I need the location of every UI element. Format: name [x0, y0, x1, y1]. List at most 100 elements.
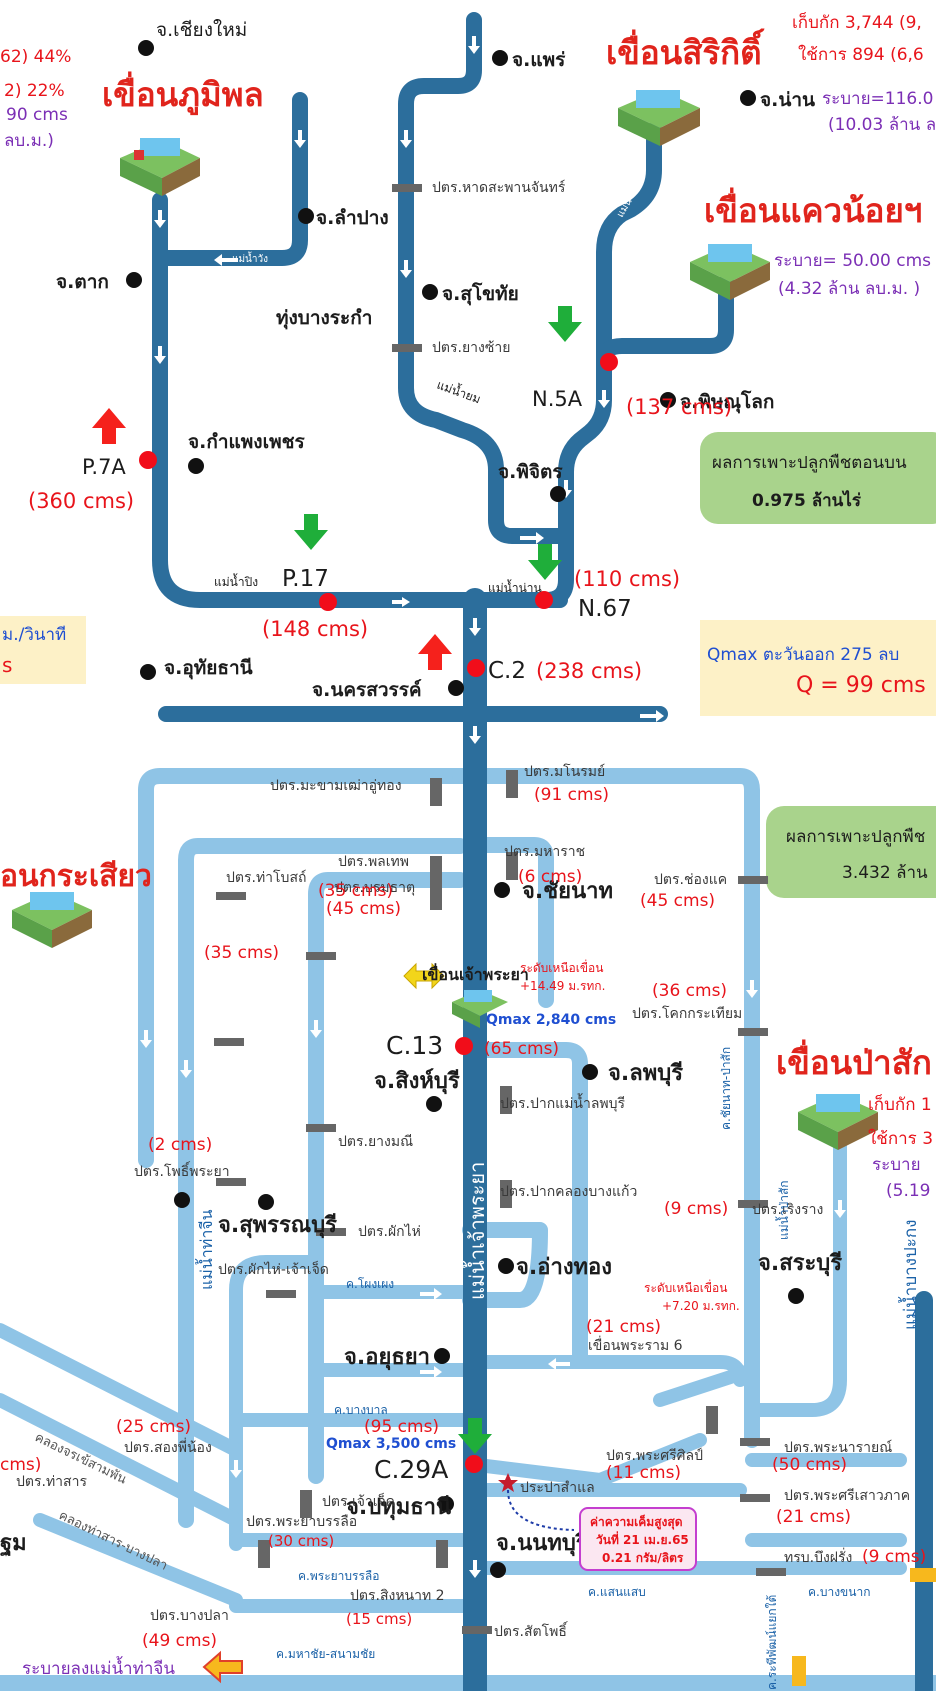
orange-left-arrow-icon — [202, 1650, 243, 1684]
flow-rama6: (21 cms) — [586, 1317, 661, 1337]
khwae-noi-release: ระบาย= 50.00 cms — [774, 251, 931, 271]
province-phitsanulok: จ.พิษณุโลก — [680, 390, 774, 414]
station-p17-dot — [319, 593, 337, 611]
salinity-line2: วันที่ 21 เม.ย.65 — [596, 1531, 689, 1547]
bhumibol-dam-name: เขื่อนภูมิพล — [102, 71, 264, 116]
gate-icon — [500, 1086, 512, 1114]
pasak-release: ระบาย — [872, 1155, 921, 1175]
province-suphan: จ.สุพรรณบุรี — [218, 1213, 337, 1239]
pasak-dam-name: เขื่อนป่าสัก — [776, 1039, 932, 1082]
salinity-line1: ค่าความเค็มสูงสุด — [590, 1514, 683, 1530]
gate-icon — [300, 1490, 312, 1518]
reg-phrasrisaowaphak: ปตร.พระศรีเสาวภาค — [784, 1488, 910, 1504]
province-nakhonsawan: จ.นครสวรรค์ — [312, 679, 422, 701]
chaophraya-dam-name: เขื่อนเจ้าพระยา — [422, 963, 529, 984]
station-c13-code: C.13 — [386, 1031, 443, 1060]
canal-chaoyothin-label: ค.ระพีพัฒน์แยกใต้ — [765, 1595, 779, 1690]
khwae-noi-dam-icon — [690, 244, 770, 300]
east-q-panel — [700, 620, 936, 716]
gate-icon — [462, 1626, 492, 1634]
province-lampang: จ.ลำปาง — [316, 207, 389, 229]
canal-bangkhanak-label: ค.บางขนาก — [808, 1585, 870, 1599]
green-down-arrow-icon — [458, 1418, 492, 1454]
drain-label: ระบายลงแม่น้ำท่าจีน — [22, 1656, 175, 1679]
reg-phakhai: ปตร.ผักไห่ — [358, 1223, 421, 1240]
reg-singhanat2: ปตร.สิงหนาท 2 — [350, 1588, 445, 1604]
gate-icon — [430, 882, 442, 910]
reg-buengfang: ทรบ.บึงฝรั่ง — [784, 1548, 852, 1566]
province-tak: จ.ตาก — [56, 271, 109, 293]
gate-icon — [500, 1180, 512, 1208]
gate-icon — [316, 1228, 346, 1236]
station-n67-flow: (110 cms) — [574, 567, 680, 591]
reg-makhamtao: ปตร.มะขามเฒ่าอู่ทอง — [270, 778, 402, 794]
east-q-line2: Q = 99 cms — [796, 673, 926, 698]
gate-icon — [306, 952, 336, 960]
salinity-line3: 0.21 กรัม/ลิตร — [602, 1551, 684, 1565]
province-dots — [126, 40, 804, 1578]
reg-satphot: ปตร.สัตโพธิ์ — [494, 1621, 569, 1640]
river-pasak-label: แม่น้ำป่าสัก — [775, 1180, 791, 1240]
reg-thasan: ปตร.ท่าสาร — [16, 1474, 87, 1490]
bhumibol-pct1: 62) 44% — [0, 47, 71, 67]
station-n5a-flow: (137 cms) — [626, 395, 732, 419]
gate-icon — [392, 344, 422, 352]
flow-thasan: cms) — [0, 1455, 41, 1475]
gate-icon — [740, 1438, 770, 1446]
station-p7a-dot — [139, 451, 157, 469]
water-intake-label: ประปาสำแล — [520, 1480, 595, 1496]
water-intake-star-icon — [498, 1473, 518, 1492]
gate-icon — [706, 1406, 718, 1434]
krasiao-dam-icon — [12, 892, 92, 948]
gate-icon — [306, 1124, 336, 1132]
station-c13-flow: (65 cms) — [484, 1039, 559, 1059]
gate-icon — [216, 1178, 246, 1186]
chaophraya-dam-icon — [452, 990, 508, 1028]
station-c2-code: C.2 — [488, 658, 526, 684]
sirikit-release-vol: (10.03 ล้าน ล — [828, 115, 936, 135]
reg-phrasrisin: ปตร.พระศรีศิลป์ — [606, 1447, 703, 1464]
chaophraya-level-label: ระดับเหนือเขื่อน — [520, 959, 603, 975]
province-nonthaburi: จ.นนทบุรี — [496, 1531, 588, 1557]
bhumibol-release-vol: ลบ.ม.) — [4, 131, 54, 151]
khwae-noi-dam-name: เขื่อนแควน้อยฯ — [704, 187, 922, 230]
pasak-dam-icon — [798, 1094, 878, 1150]
canal-bangban-label: ค.บางบาล — [334, 1403, 388, 1417]
sirikit-usable: ใช้การ 894 (6,6 — [798, 44, 924, 65]
canal-mahachai-label: ค.มหาชัย-สนามชัย — [276, 1647, 375, 1661]
gate-icon — [216, 892, 246, 900]
gate-icon — [756, 1568, 786, 1576]
intake-pointer — [507, 1489, 575, 1531]
canal-network — [0, 768, 936, 1691]
reg-manorom: ปตร.มโนรมย์ — [524, 763, 605, 780]
canal-saensaep-label: ค.แสนแสบ — [588, 1585, 646, 1599]
gate-icon — [506, 770, 518, 798]
reg-yangmani: ปตร.ยางมณี — [338, 1134, 413, 1150]
province-kamphaeng: จ.กำแพงเพชร — [188, 431, 305, 453]
reg-khokkrathiam: ปตร.โคกกระเทียม — [632, 1005, 742, 1022]
province-bangrakam: ทุ่งบางระกำ — [276, 307, 372, 330]
reg-roengrang: ปตร.เริงราง — [752, 1202, 823, 1218]
upper-crop-title: ผลการเพาะปลูกพืชตอนบน — [712, 453, 907, 473]
flow-manorom: (91 cms) — [534, 785, 609, 805]
flow-phrayabanlue: (30 cms) — [268, 1532, 334, 1550]
gate-icon — [506, 852, 518, 880]
flow-arrows — [154, 36, 664, 1578]
gate-icon — [738, 1028, 768, 1036]
orange-down-arrow-icon — [792, 1656, 806, 1686]
bhumibol-pct2: 2) 22% — [4, 81, 65, 101]
bhumibol-dam-icon — [120, 138, 200, 196]
yellow-double-arrow-icon — [403, 962, 445, 990]
reg-paklopburi: ปตร.ปากแม่น้ำลพบุรี — [500, 1093, 626, 1112]
reg-songphinong: ปตร.สองพี่น้อง — [124, 1438, 212, 1456]
canal-chainat-pasak-label: ค.ชัยนาท-ป่าสัก — [719, 1047, 733, 1130]
river-wang-label: แม่น้ำวัง — [232, 251, 268, 265]
gate-icon — [430, 778, 442, 806]
station-c13-dot — [455, 1037, 473, 1055]
east-q-line1: Qmax ตะวันออก 275 ลบ — [707, 645, 899, 665]
green-down-arrow-icon — [294, 514, 328, 550]
salinity-box — [579, 1507, 697, 1571]
sirikit-dam-icon — [618, 90, 700, 146]
station-p7a-code: P.7A — [82, 455, 126, 479]
river-yom-label: แม่น้ำยม — [429, 100, 443, 138]
